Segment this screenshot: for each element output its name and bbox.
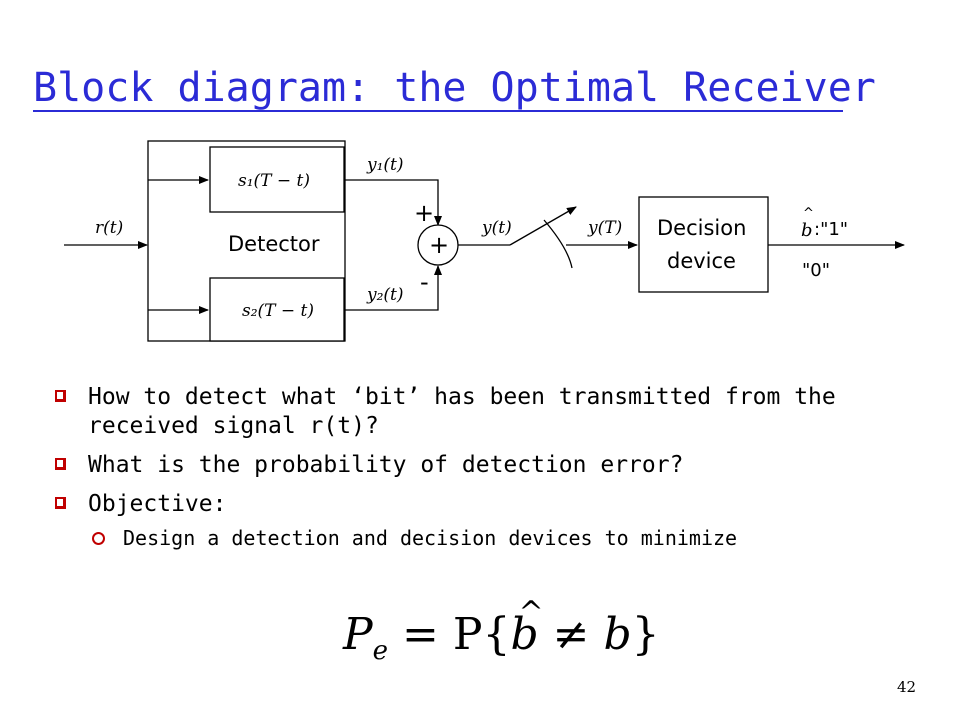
sub-bullet-item: Design a detection and decision devices … — [90, 525, 935, 551]
decision-label-line1: Decision — [657, 216, 746, 240]
input-label: r(t) — [95, 218, 123, 238]
summer-symbol: + — [429, 231, 449, 259]
formula-b: b — [603, 609, 632, 660]
y2-wire — [344, 265, 442, 311]
sampler-arc — [543, 219, 573, 269]
y1-wire — [344, 179, 442, 226]
output-b-label: b — [801, 220, 813, 241]
y-label: y(t) — [481, 218, 512, 238]
sub-bullet-text: Design a detection and decision devices … — [123, 526, 738, 550]
formula-not-equal: ≠ — [538, 609, 604, 660]
decision-label-line2: device — [667, 249, 736, 273]
filter-2-label: s₂(T − t) — [242, 301, 314, 321]
formula-b-hat-letter: b — [510, 609, 539, 660]
sampler-switch — [509, 206, 577, 246]
b-hat-symbol: ^ — [803, 206, 814, 221]
slide-number: 42 — [897, 678, 917, 696]
bullet-list: How to detect what ‘bit’ has been transm… — [55, 383, 935, 551]
output-zero-label: "0" — [802, 260, 830, 281]
formula-b-hat: ^b — [510, 595, 543, 665]
bullet-text: Objective: — [88, 491, 227, 517]
bullet-item: What is the probability of detection err… — [55, 451, 935, 480]
y2-label: y₂(t) — [366, 285, 404, 305]
error-probability-formula: Pe = P{^b ≠ b} — [343, 595, 660, 681]
bullet-item: Objective: — [55, 490, 935, 519]
detector-label: Detector — [228, 232, 320, 256]
slide-title: Block diagram: the Optimal Receiver — [33, 65, 876, 111]
bullet-marker-icon — [55, 497, 66, 509]
decision-device-box — [638, 196, 769, 293]
yT-label: y(T) — [587, 218, 622, 238]
filter-1-label: s₁(T − t) — [238, 171, 310, 191]
title-underline — [33, 110, 843, 112]
formula-P: P — [343, 609, 373, 660]
sub-bullet-marker-icon — [92, 532, 105, 545]
bullet-text: What is the probability of detection err… — [88, 452, 684, 478]
formula-subscript-e: e — [372, 636, 388, 666]
plus-sign: + — [414, 199, 434, 227]
formula-close-brace: } — [631, 609, 660, 660]
formula-hat-symbol: ^ — [518, 595, 544, 630]
bullet-marker-icon — [55, 458, 66, 470]
bullet-marker-icon — [55, 390, 66, 402]
matched-filter-1-box — [209, 146, 345, 213]
formula-equals-part: = P{ — [388, 609, 511, 660]
output-one-label: :"1" — [814, 219, 848, 240]
bullet-item: How to detect what ‘bit’ has been transm… — [55, 383, 935, 441]
minus-sign: - — [420, 268, 429, 296]
bullet-text: How to detect what ‘bit’ has been transm… — [88, 384, 836, 439]
y1-label: y₁(t) — [366, 155, 404, 175]
